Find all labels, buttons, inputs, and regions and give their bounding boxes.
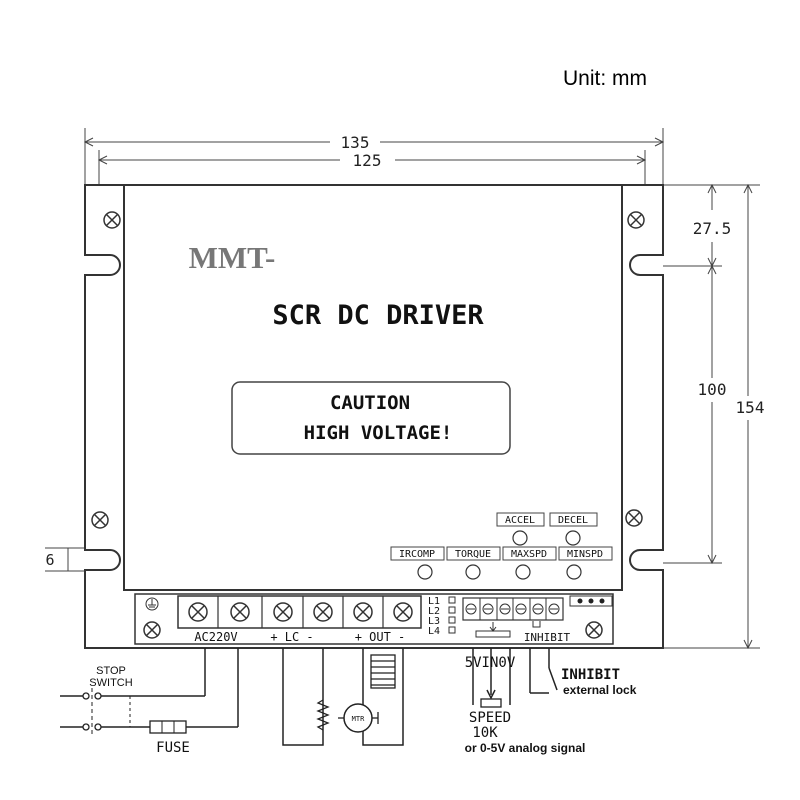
signal-terminal-block [462, 597, 564, 638]
led-indicators: L1 L2 L3 L4 [428, 596, 456, 637]
speed-pot-icon [480, 698, 502, 708]
signal-screw-icon[interactable] [482, 603, 494, 615]
dim-overall-width: 135 [341, 133, 370, 152]
caution-line2: HIGH VOLTAGE! [304, 422, 453, 444]
mounting-screws [91, 211, 645, 639]
pot-knob-decel[interactable] [565, 530, 581, 546]
dim-mount-height: 100 [698, 380, 727, 399]
product-title: SCR DC DRIVER [272, 300, 484, 331]
led-label-l4: L4 [428, 626, 440, 637]
terminal-screw-icon[interactable] [393, 602, 413, 622]
screw-icon [585, 621, 603, 639]
pot-row-1: ACCEL DECEL [496, 512, 598, 546]
unit-label: Unit: mm [563, 67, 647, 90]
pot-knob-ircomp[interactable] [417, 564, 433, 580]
signal-screw-icon[interactable] [532, 603, 544, 615]
pot-terminals-label: 5VIN0V [465, 655, 516, 671]
pot-label-decel: DECEL [558, 515, 588, 526]
signal-screw-icon[interactable] [515, 603, 527, 615]
jumper-connector [569, 595, 613, 607]
pot-label-ircomp: IRCOMP [399, 549, 435, 560]
dim-top-offset: 27.5 [693, 219, 732, 238]
external-wires [60, 648, 558, 746]
pot-label-torque: TORQUE [455, 549, 491, 560]
terminal-screw-icon[interactable] [188, 602, 208, 622]
terminal-screw-icon[interactable] [230, 602, 250, 622]
pot-knob-maxspd[interactable] [515, 564, 531, 580]
speed-value-label: 10K [472, 725, 498, 741]
led-label-l1: L1 [428, 596, 440, 607]
power-terminal-block [177, 595, 422, 629]
signal-screw-icon[interactable] [548, 603, 560, 615]
dim-mount-width: 125 [353, 151, 382, 170]
speed-label: SPEED [469, 710, 511, 726]
terminal-label-out: + OUT - [355, 630, 406, 644]
terminal-label-inhibit: INHIBIT [524, 631, 571, 644]
pot-row-2: IRCOMP TORQUE MAXSPD MINSPD [390, 546, 613, 580]
signal-screw-icon[interactable] [465, 603, 477, 615]
choke-coil-icon [370, 654, 396, 689]
terminal-label-ac: AC220V [194, 630, 237, 644]
fuse-label: FUSE [156, 740, 190, 756]
motor-label: MTR [352, 715, 365, 723]
fuse-icon [149, 720, 187, 734]
terminal-screw-icon[interactable] [273, 602, 293, 622]
caution-line1: CAUTION [330, 392, 410, 414]
led-label-l3: L3 [428, 616, 440, 627]
pot-knob-minspd[interactable] [566, 564, 582, 580]
dimension-width-lines [83, 128, 665, 185]
caution-box [231, 381, 511, 455]
signal-screw-icon[interactable] [499, 603, 511, 615]
led-label-l2: L2 [428, 606, 440, 617]
pot-label-minspd: MINSPD [567, 549, 603, 560]
pot-label-accel: ACCEL [505, 515, 535, 526]
ground-icon [145, 597, 159, 611]
analog-signal-label: or 0-5V analog signal [465, 741, 586, 755]
terminal-screw-icon[interactable] [353, 602, 373, 622]
motor-icon: MTR [338, 703, 379, 733]
dim-slot-size: 6 [45, 551, 54, 569]
inductor-icon [316, 699, 330, 731]
screw-icon [625, 509, 643, 527]
dim-overall-height: 154 [736, 398, 765, 417]
inhibit-wiring-label: INHIBIT [561, 667, 620, 683]
external-lock-label: external lock [563, 683, 637, 697]
terminal-label-lc: + LC - [270, 630, 313, 644]
stop-switch-label-1: STOP [96, 665, 126, 677]
pot-knob-torque[interactable] [465, 564, 481, 580]
screw-icon [103, 211, 121, 229]
stop-switch-icon [82, 692, 102, 731]
pot-label-maxspd: MAXSPD [511, 549, 547, 560]
terminal-screw-icon[interactable] [313, 602, 333, 622]
screw-icon [91, 511, 109, 529]
stop-switch-label-2: SWITCH [89, 677, 132, 689]
screw-icon [627, 211, 645, 229]
screw-icon [143, 621, 161, 639]
brand-logo: MMT- [189, 240, 276, 275]
dimension-height-lines [663, 183, 760, 650]
pot-knob-accel[interactable] [512, 530, 528, 546]
